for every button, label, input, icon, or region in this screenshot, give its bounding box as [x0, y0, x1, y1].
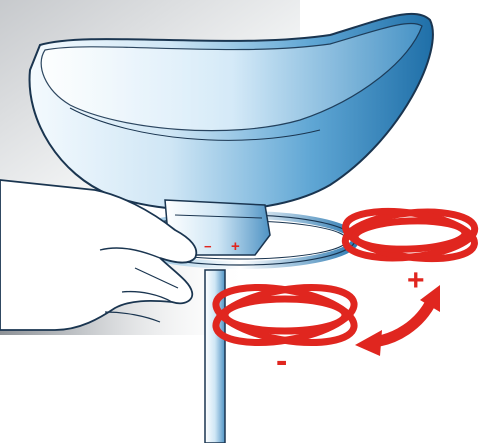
curved-double-arrow: [355, 285, 440, 356]
lever-minus-label: −: [204, 239, 212, 254]
rotation-indicator-down: [212, 284, 358, 346]
plus-sign: +: [407, 264, 425, 297]
minus-sign: -: [276, 342, 287, 380]
hand-illustration: [0, 179, 198, 331]
rotation-indicator-up: [341, 207, 479, 263]
lever-plus-label: +: [231, 238, 240, 255]
